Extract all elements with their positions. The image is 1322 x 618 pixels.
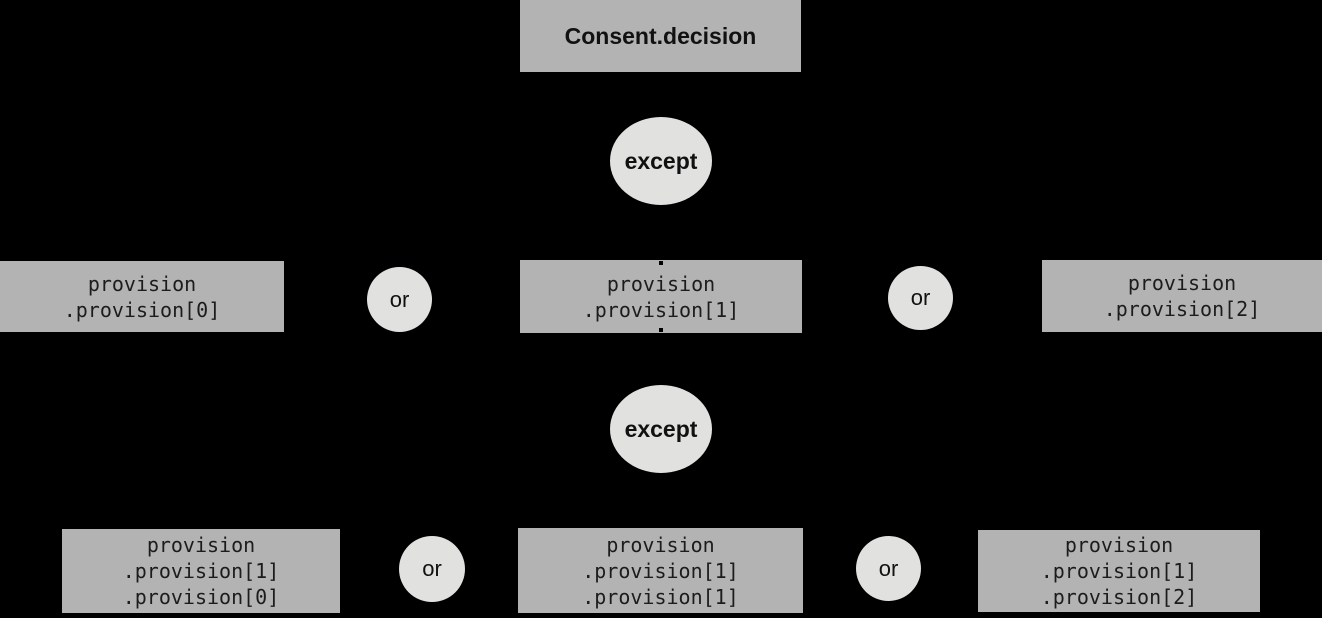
- node-provision-1-0-line-2: .provision[1]: [122, 559, 280, 583]
- operator-or-level2-left: or: [399, 536, 465, 602]
- node-consent-decision-label: Consent.decision: [564, 22, 757, 49]
- node-provision-0: provision .provision[0]: [0, 261, 284, 332]
- connector-dot-top: [659, 261, 663, 265]
- operator-or-level1-left-label: or: [389, 286, 410, 312]
- node-provision-2-line-2: .provision[2]: [1103, 297, 1261, 321]
- operator-except-bottom: except: [610, 385, 712, 473]
- node-provision-1-0: provision .provision[1] .provision[0]: [62, 529, 340, 613]
- operator-or-level1-right: or: [888, 266, 953, 330]
- node-provision-2-line-1: provision: [1127, 271, 1237, 295]
- node-provision-1-1: provision .provision[1] .provision[1]: [518, 528, 803, 613]
- node-provision-1-0-line-1: provision: [146, 533, 256, 557]
- operator-or-level1-right-label: or: [910, 285, 931, 310]
- node-provision-0-line-1: provision: [87, 271, 197, 296]
- node-provision-1-2: provision .provision[1] .provision[2]: [978, 530, 1260, 612]
- operator-or-level1-left: or: [367, 267, 432, 332]
- node-provision-2: provision .provision[2]: [1042, 260, 1322, 332]
- node-provision-1-0-line-3: .provision[0]: [122, 585, 280, 609]
- node-provision-1-line-2: .provision[1]: [582, 297, 740, 322]
- operator-or-level2-left-label: or: [422, 556, 442, 581]
- node-provision-1-2-line-1: provision: [1064, 533, 1174, 557]
- node-provision-1: provision .provision[1]: [520, 260, 802, 333]
- operator-except-bottom-label: except: [624, 415, 698, 442]
- node-provision-1-1-line-2: .provision[1]: [582, 558, 739, 583]
- node-provision-1-2-line-2: .provision[1]: [1040, 559, 1198, 583]
- node-provision-1-1-line-1: provision: [606, 532, 715, 557]
- operator-or-level2-right-label: or: [878, 555, 899, 581]
- operator-or-level2-right: or: [856, 536, 921, 601]
- node-consent-decision: Consent.decision: [520, 0, 801, 72]
- node-provision-1-1-line-3: .provision[1]: [582, 584, 739, 609]
- node-provision-1-2-line-3: .provision[2]: [1040, 585, 1198, 609]
- operator-except-top: except: [610, 117, 712, 205]
- node-provision-1-line-1: provision: [606, 271, 716, 296]
- node-provision-0-line-2: .provision[0]: [63, 297, 221, 322]
- operator-except-top-label: except: [624, 147, 698, 174]
- connector-dot-bottom: [659, 328, 663, 332]
